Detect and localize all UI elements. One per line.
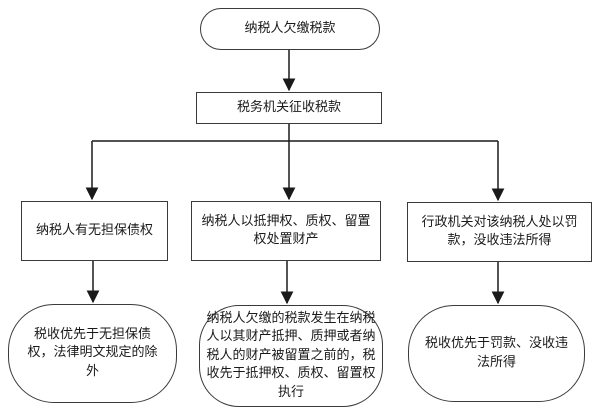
node-result-tax-precedes-unsecured: 税收优先于无担保债权，法律明文规定的除外 [8, 304, 177, 403]
node-unsecured-claims: 纳税人有无担保债权 [21, 201, 168, 261]
node-admin-fine-confiscation: 行政机关对该纳税人处以罚款，没收违法所得 [407, 202, 592, 262]
node-taxpayer-owes-tax: 纳税人欠缴税款 [200, 8, 380, 50]
node-tax-authority-collects: 税务机关征收税款 [196, 92, 382, 124]
node-dispose-property-liens: 纳税人以抵押权、质权、留置权处置财产 [191, 201, 381, 261]
node-result-tax-precedes-liens: 纳税人欠缴的税款发生在纳税人以其财产抵押、质押或者纳税人的财产被留置之前的，税收… [199, 305, 383, 407]
connector-rail [92, 124, 498, 142]
node-result-tax-precedes-fines: 税收优先于罚款、没收违法所得 [408, 305, 585, 402]
